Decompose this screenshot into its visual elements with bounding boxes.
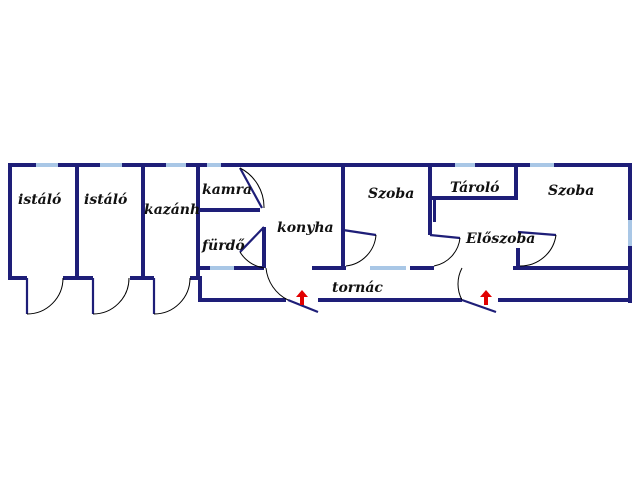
label-eloszoba: Előszoba [465,231,535,247]
window-top-1 [36,163,58,167]
window-top-4 [207,163,221,167]
entrance-arrows [296,290,492,305]
door-szoba-2-leaf [517,230,557,237]
door-kamra-leaf [239,167,263,209]
window-top-6 [530,163,554,167]
wall-corridor-north-4 [513,266,632,270]
label-kamra: kamra [202,182,252,198]
label-szoba-2: Szoba [548,183,594,199]
window-right [628,220,632,246]
wall-kamra-furdo [198,208,260,212]
window-top-2 [100,163,122,167]
door-szoba-1-leaf [342,228,377,237]
wall-left [8,163,12,280]
door-szoba-2-arc [519,234,557,267]
window-top-5 [455,163,475,167]
door-konyha-arc [265,267,289,301]
wall-porch-bottom-mid [318,298,462,302]
wall-corridor-north-3 [410,266,434,270]
doors [25,167,557,315]
wall-porch-left [198,276,202,302]
door-furdo-arc [239,251,265,269]
wall-tarolo-stub [433,200,436,222]
door-furdo-leaf [239,226,265,253]
door-stall-2-arc [92,277,130,315]
windows [36,163,632,270]
wall-bottom-stall-1 [8,276,27,280]
window-szoba-corridor [370,266,406,270]
label-istalo-2: istáló [84,192,127,208]
door-kamra-arc [239,167,265,209]
door-entrance-leaf [461,298,497,314]
wall-tarolo-szoba [514,163,518,200]
door-eloszoba-leaf [429,233,461,240]
wall-corridor-north-2 [312,266,346,270]
label-istalo-1: istáló [18,192,61,208]
label-konyha: konyha [277,220,334,236]
wall-konyha-szoba [341,163,345,270]
label-tarolo: Tároló [450,180,500,196]
window-top-3 [166,163,186,167]
label-kazanhaz: kazánh [144,202,200,218]
label-furdo: fürdő [201,238,245,254]
door-szoba-1-arc [345,234,377,267]
interior-walls [75,163,632,280]
room-labels: istáló istáló kazánh kamra fürdő konyha … [18,180,594,296]
label-szoba-1: Szoba [368,186,414,202]
label-tornac: tornác [332,280,383,296]
window-corridor [210,266,234,270]
wall-furdo-konyha [262,227,266,268]
wall-eloszoba-szoba [516,248,520,270]
wall-stall-1-2 [75,163,79,280]
wall-porch-bottom-left [198,298,286,302]
wall-stall-2-kazanhaz [141,163,145,280]
entrance-arrow-eloszoba [480,290,492,305]
door-stall-1-arc [26,277,64,315]
wall-tarolo-eloszoba [430,196,516,200]
door-entrance-arc [457,267,463,301]
door-kazanhaz-arc [153,277,191,315]
door-konyha-leaf [287,298,319,314]
wall-top [8,163,632,167]
wall-bottom-right-corner [190,276,200,280]
entrance-arrow-konyha [296,290,308,305]
wall-kazanhaz-east [196,163,200,280]
door-eloszoba-arc [433,237,461,267]
wall-porch-bottom-right [498,298,632,302]
